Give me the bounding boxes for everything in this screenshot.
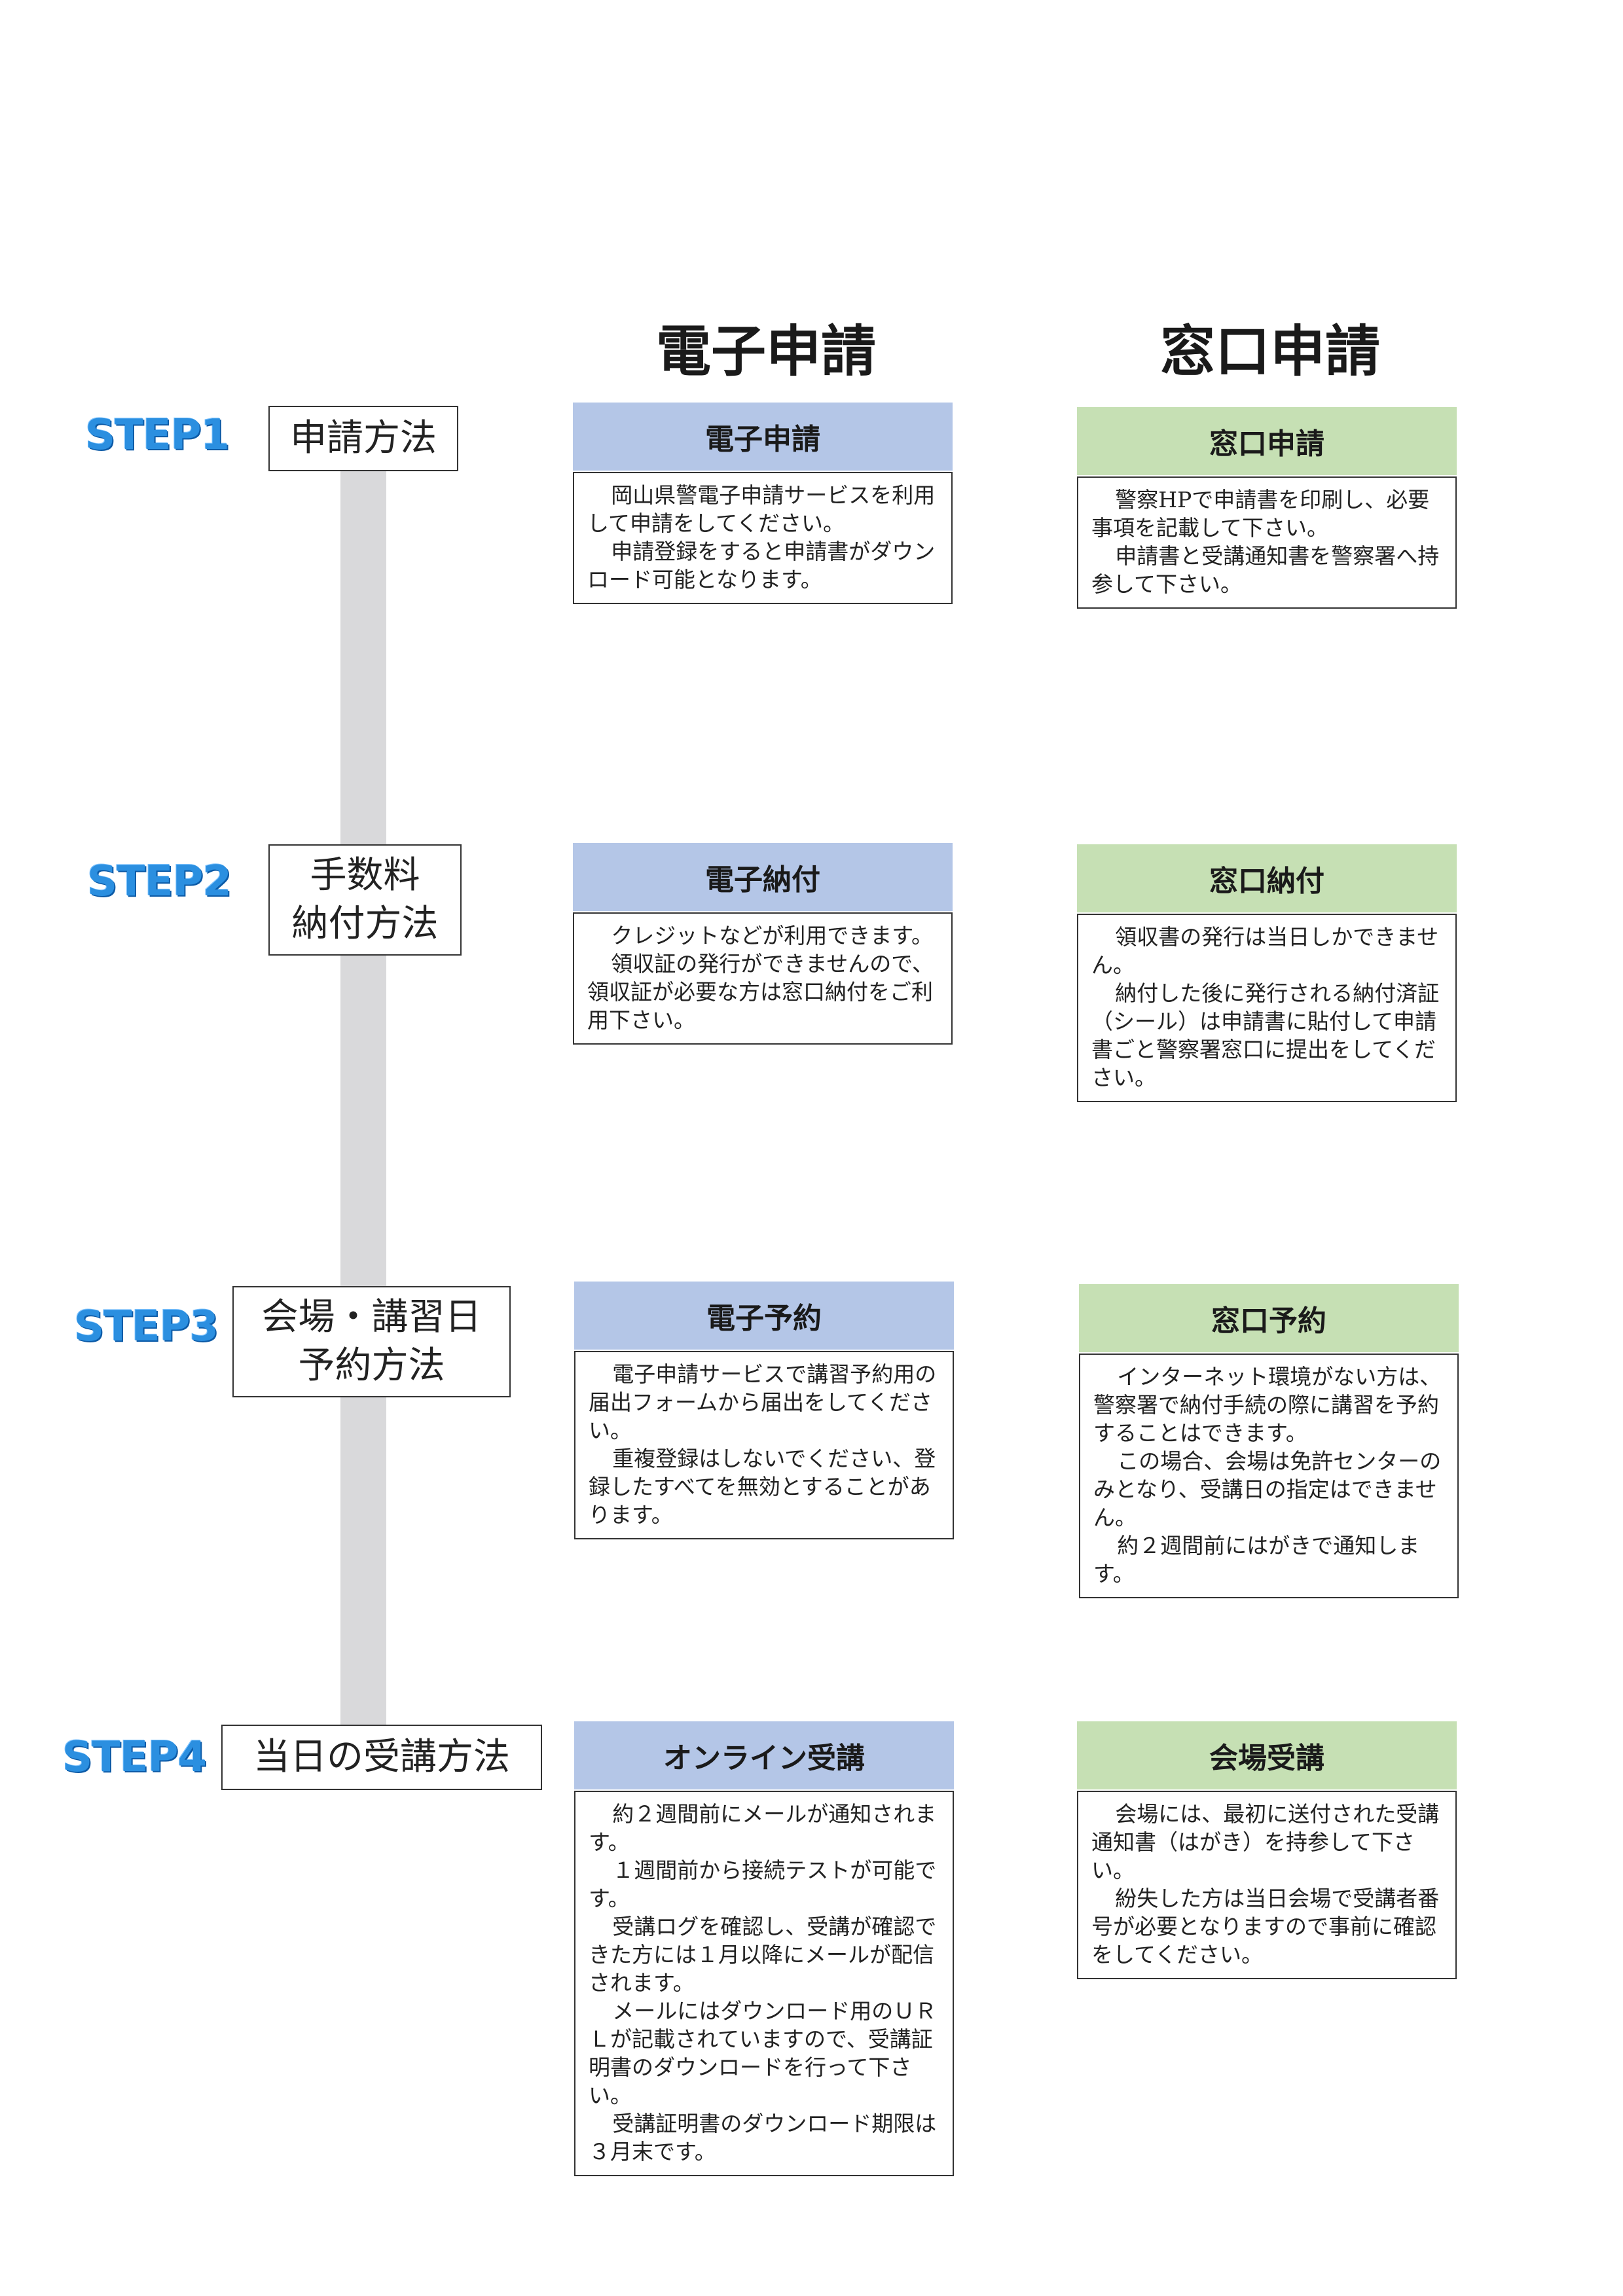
column-header-electronic: 電子申請 xyxy=(655,319,876,384)
step1-electronic-card: 電子申請 岡山県警電子申請サービスを利用して申請をしてください。 申請登録をする… xyxy=(573,403,953,604)
step2-counter-card: 窓口納付 領収書の発行は当日しかできません。 納付した後に発行される納付済証（シ… xyxy=(1077,844,1457,1102)
step1-label: STEP1 xyxy=(85,411,230,459)
step4-counter-body: 会場には、最初に送付された受講通知書（はがき）を持参して下さい。 紛失した方は当… xyxy=(1077,1791,1457,1979)
step4-counter-title: 会場受講 xyxy=(1077,1721,1457,1789)
step3-counter-title: 窓口予約 xyxy=(1079,1284,1459,1352)
step4-label: STEP4 xyxy=(62,1733,207,1782)
step4-electronic-body: 約２週間前にメールが通知されます。 １週間前から接続テストが可能です。 受講ログ… xyxy=(574,1791,954,2176)
step4-title: 当日の受講方法 xyxy=(221,1725,542,1790)
step2-electronic-body: クレジットなどが利用できます。 領収証の発行ができませんので、領収証が必要な方は… xyxy=(573,912,953,1045)
step2-label: STEP2 xyxy=(87,857,232,906)
step3-counter-body: インターネット環境がない方は、警察署で納付手続の際に講習を予約することはできます… xyxy=(1079,1354,1459,1598)
step1-counter-body: 警察HPで申請書を印刷し、必要事項を記載して下さい。 申請書と受講通知書を警察署… xyxy=(1077,476,1457,609)
step3-title: 会場・講習日 予約方法 xyxy=(232,1286,511,1397)
step1-electronic-title: 電子申請 xyxy=(573,403,953,471)
step3-counter-card: 窓口予約 インターネット環境がない方は、警察署で納付手続の際に講習を予約すること… xyxy=(1079,1284,1459,1598)
step4-counter-card: 会場受講 会場には、最初に送付された受講通知書（はがき）を持参して下さい。 紛失… xyxy=(1077,1721,1457,1979)
step2-electronic-title: 電子納付 xyxy=(573,843,953,911)
timeline-bar xyxy=(340,458,386,1728)
step1-counter-title: 窓口申請 xyxy=(1077,407,1457,475)
step4-electronic-title: オンライン受講 xyxy=(574,1721,954,1789)
step2-electronic-card: 電子納付 クレジットなどが利用できます。 領収証の発行ができませんので、領収証が… xyxy=(573,843,953,1045)
step1-electronic-body: 岡山県警電子申請サービスを利用して申請をしてください。 申請登録をすると申請書が… xyxy=(573,472,953,604)
step3-label: STEP3 xyxy=(74,1302,219,1351)
step1-title: 申請方法 xyxy=(268,406,458,471)
step3-electronic-body: 電子申請サービスで講習予約用の届出フォームから届出をしてください。 重複登録はし… xyxy=(574,1351,954,1539)
column-header-counter: 窓口申請 xyxy=(1159,319,1380,384)
step4-electronic-card: オンライン受講 約２週間前にメールが通知されます。 １週間前から接続テストが可能… xyxy=(574,1721,954,2176)
step2-title: 手数料 納付方法 xyxy=(268,844,462,956)
step2-counter-title: 窓口納付 xyxy=(1077,844,1457,912)
step3-electronic-card: 電子予約 電子申請サービスで講習予約用の届出フォームから届出をしてください。 重… xyxy=(574,1282,954,1539)
step2-counter-body: 領収書の発行は当日しかできません。 納付した後に発行される納付済証（シール）は申… xyxy=(1077,914,1457,1102)
step3-electronic-title: 電子予約 xyxy=(574,1282,954,1350)
step1-counter-card: 窓口申請 警察HPで申請書を印刷し、必要事項を記載して下さい。 申請書と受講通知… xyxy=(1077,407,1457,609)
